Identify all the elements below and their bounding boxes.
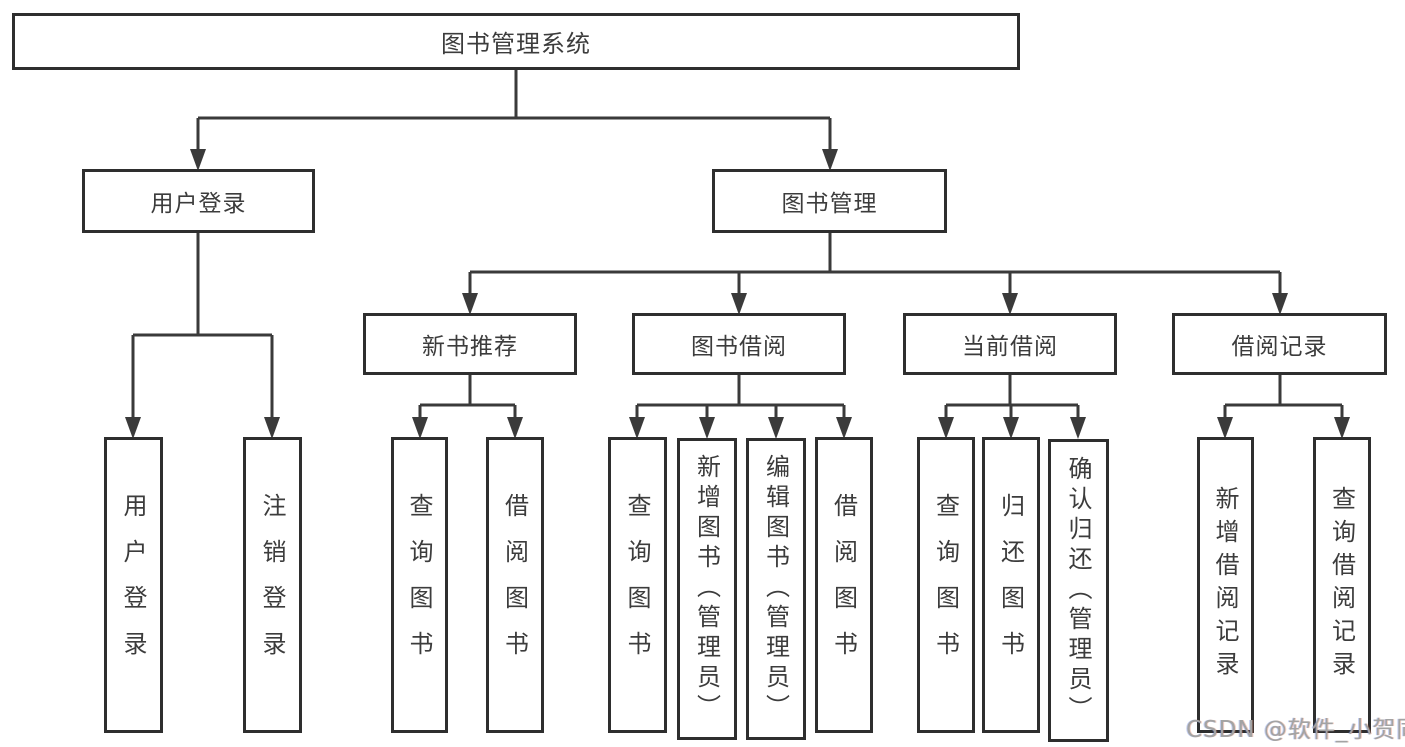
- node-book-borrow: 图书借阅: [632, 313, 846, 375]
- node-leaf-query-books-recommend: 查询图书: [391, 437, 448, 733]
- node-leaf-query-books-current: 查询图书: [917, 437, 975, 733]
- leaf-label: 新增图书（管理员）: [692, 454, 721, 724]
- leaf-label: 注销登录: [258, 493, 286, 677]
- leaf-label: 查询借阅记录: [1327, 486, 1356, 684]
- node-leaf-add-borrow-record: 新增借阅记录: [1197, 437, 1254, 733]
- leaf-label: 查询图书: [623, 493, 651, 677]
- leaf-label: 归还图书: [996, 493, 1025, 677]
- node-current-borrow: 当前借阅: [903, 313, 1117, 375]
- node-library-management-system: 图书管理系统: [12, 13, 1020, 70]
- leaf-label: 编辑图书（管理员）: [761, 454, 790, 724]
- node-leaf-add-book-admin: 新增图书（管理员）: [677, 438, 737, 740]
- node-new-book-recommend: 新书推荐: [363, 313, 577, 375]
- node-book-management-branch: 图书管理: [712, 169, 947, 233]
- node-borrow-records: 借阅记录: [1172, 313, 1387, 375]
- node-user-login-branch: 用户登录: [82, 169, 315, 233]
- node-leaf-edit-book-admin: 编辑图书（管理员）: [746, 438, 806, 740]
- csdn-watermark: CSDN @软件_小贺同学: [1186, 717, 1405, 743]
- node-leaf-user-login: 用户登录: [104, 437, 163, 733]
- leaf-label: 查询图书: [931, 493, 960, 677]
- node-leaf-borrow-books: 借阅图书: [815, 437, 873, 733]
- leaf-label: 确认归还（管理员）: [1064, 455, 1092, 726]
- node-leaf-confirm-return-admin: 确认归还（管理员）: [1048, 439, 1109, 742]
- node-leaf-logout: 注销登录: [243, 437, 302, 733]
- node-leaf-query-borrow-record: 查询借阅记录: [1313, 437, 1371, 733]
- leaf-label: 用户登录: [119, 493, 147, 677]
- leaf-label: 新增借阅记录: [1211, 486, 1239, 684]
- leaf-label: 借阅图书: [829, 493, 858, 677]
- node-leaf-borrow-books-recommend: 借阅图书: [486, 437, 544, 733]
- node-leaf-query-books-borrow: 查询图书: [608, 437, 667, 733]
- node-leaf-return-books: 归还图书: [982, 437, 1040, 733]
- leaf-label: 查询图书: [405, 493, 433, 677]
- leaf-label: 借阅图书: [500, 493, 529, 677]
